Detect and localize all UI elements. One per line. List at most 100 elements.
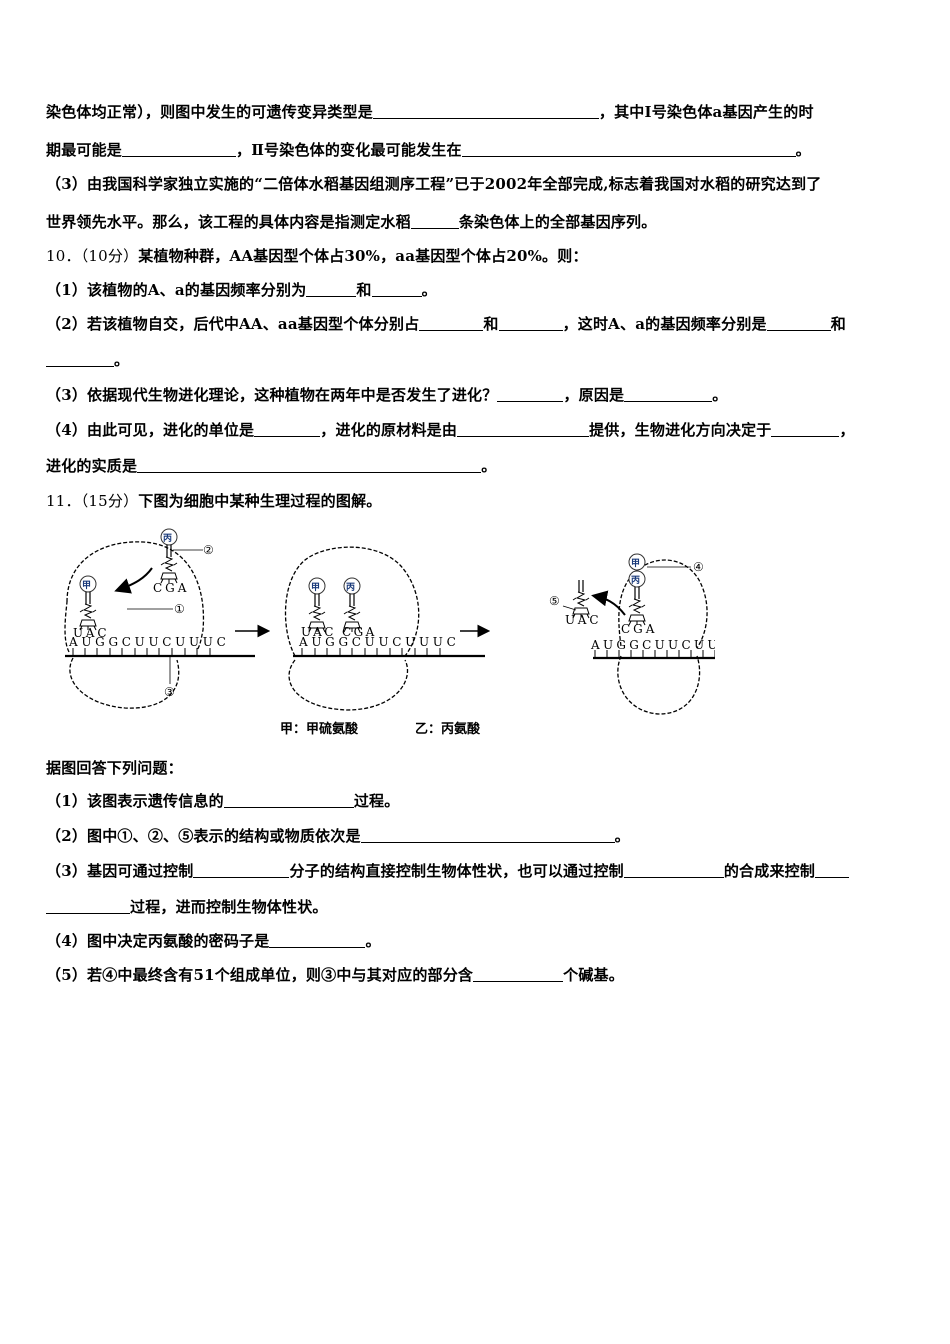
- answer-blank[interactable]: [306, 282, 357, 297]
- question-11-sub5: （5）若④中最终含有51个组成单位，则③中与其对应的部分含 个碱基。: [46, 965, 624, 985]
- answer-blank[interactable]: [371, 282, 422, 297]
- text: 个碱基。: [563, 966, 624, 984]
- label-4: ④: [693, 560, 704, 574]
- question-11-sub3: （3）基因可通过控制分子的结构直接控制生物体性状，也可以通过控制的合成来控制: [46, 861, 850, 881]
- answer-blank[interactable]: [457, 422, 590, 437]
- answer-blank[interactable]: [497, 387, 564, 402]
- text: ，Ⅱ号染色体的变化最可能发生在: [236, 141, 462, 159]
- text: 。: [795, 141, 811, 159]
- answer-blank[interactable]: [137, 458, 482, 473]
- svg-text:CGA: CGA: [621, 622, 657, 636]
- question-11-sub4: （4）图中决定丙氨酸的密码子是 。: [46, 931, 381, 951]
- answer-blank[interactable]: [815, 863, 850, 878]
- text: （4）由此可见，进化的单位是: [46, 421, 255, 439]
- text: （1）该图表示遗传信息的: [46, 792, 224, 810]
- legend-yi: 乙：丙氨酸: [415, 722, 481, 737]
- text: ，进化的原材料是由: [320, 421, 458, 439]
- answer-blank[interactable]: [623, 863, 724, 878]
- text: 染色体均正常），则图中发生的可遗传变异类型是: [46, 103, 373, 121]
- text-line-variation-type: 染色体均正常），则图中发生的可遗传变异类型是 ，其中Ⅰ号染色体a基因产生的时: [46, 102, 814, 122]
- label-5: ⑤: [549, 594, 560, 608]
- text: （2）若该植物自交，后代中AA、aa基因型个体分别占: [46, 315, 420, 333]
- text: ，这时A、a的基因频率分别是: [562, 315, 767, 333]
- text: ，: [839, 421, 855, 439]
- question-10-sub2-end: 。: [46, 350, 129, 370]
- svg-text:丙: 丙: [163, 533, 172, 544]
- text-line-rice-chromosomes: 世界领先水平。那么，该工程的具体内容是指测定水稻 条染色体上的全部基因序列。: [46, 212, 656, 232]
- answer-blank[interactable]: [766, 316, 831, 331]
- question-11-stem: 11．（15分）下图为细胞中某种生理过程的图解。: [46, 491, 381, 511]
- text: 提供，生物进化方向决定于: [589, 421, 772, 439]
- answer-blank[interactable]: [419, 316, 484, 331]
- answer-blank[interactable]: [254, 422, 321, 437]
- question-10-sub3: （3）依据现代生物进化理论，这种植物在两年中是否发生了进化？ ，原因是 。: [46, 385, 727, 405]
- text-line-period: 期最可能是 ，Ⅱ号染色体的变化最可能发生在 。: [46, 140, 811, 160]
- text: ，原因是: [563, 386, 625, 404]
- question-11-sub3-end: 过程，进而控制生物体性状。: [46, 897, 328, 917]
- question-10-stem: 10．（10分）某植物种群，AA基因型个体占30%，aa基因型个体占20%。则：: [46, 246, 588, 266]
- text: （3）由我国科学家独立实施的“二倍体水稻基因组测序工程”已于2002年全部完成,…: [46, 175, 822, 193]
- panel-1-ribosome: AUGGCUUCUUUC 甲 UAC 丙 CGA ② ① ③: [64, 528, 255, 709]
- answer-blank[interactable]: [473, 967, 564, 982]
- answer-blank[interactable]: [360, 828, 615, 843]
- text-line-rice-genome: （3）由我国科学家独立实施的“二倍体水稻基因组测序工程”已于2002年全部完成,…: [46, 174, 821, 194]
- answer-blank[interactable]: [46, 899, 130, 914]
- text: 条染色体上的全部基因序列。: [458, 213, 657, 231]
- legend-jia: 甲：甲硫氨酸: [280, 722, 359, 737]
- question-score: （10分）: [80, 247, 139, 265]
- text: 。: [365, 932, 381, 950]
- svg-text:甲: 甲: [631, 558, 640, 569]
- question-number: 10．: [46, 247, 81, 265]
- svg-text:UAC: UAC: [565, 613, 602, 627]
- mrna-sequence-1: AUGGCUUCUUUC: [68, 635, 229, 649]
- question-10-sub1: （1）该植物的A、a的基因频率分别为和。: [46, 280, 437, 300]
- text: 。: [114, 351, 130, 369]
- mrna-sequence-2: AUGGCUUCUUUC: [298, 635, 459, 649]
- text: （4）图中决定丙氨酸的密码子是: [46, 932, 270, 950]
- text: 。: [614, 827, 630, 845]
- text: 分子的结构直接控制生物体性状，也可以通过控制: [289, 862, 624, 880]
- svg-text:甲: 甲: [82, 580, 91, 591]
- question-stem: 下图为细胞中某种生理过程的图解。: [138, 492, 382, 510]
- svg-text:丙: 丙: [346, 582, 355, 593]
- question-11-intro: 据图回答下列问题：: [46, 758, 183, 778]
- text: （3）依据现代生物进化理论，这种植物在两年中是否发生了进化？: [46, 386, 498, 404]
- label-1: ①: [174, 602, 185, 616]
- question-11-sub2: （2）图中①、②、⑤表示的结构或物质依次是 。: [46, 826, 630, 846]
- text: 据图回答下列问题：: [46, 759, 183, 777]
- answer-blank[interactable]: [624, 387, 713, 402]
- answer-blank[interactable]: [269, 933, 366, 948]
- text: （5）若④中最终含有51个组成单位，则③中与其对应的部分含: [46, 966, 474, 984]
- question-10-sub4: （4）由此可见，进化的单位是 ，进化的原材料是由 提供，生物进化方向决定于 ，: [46, 420, 855, 440]
- panel-3-ribosome: AUGGCUUCUUUC 甲 丙 CGA UAC ④ ⑤: [549, 553, 743, 715]
- answer-blank[interactable]: [771, 422, 840, 437]
- text: 期最可能是: [46, 141, 123, 159]
- label-3: ③: [164, 685, 175, 699]
- translation-diagram: AUGGCUUCUUUC 甲 UAC 丙 CGA ② ① ③: [55, 520, 743, 745]
- answer-blank[interactable]: [372, 104, 599, 119]
- text: （2）图中①、②、⑤表示的结构或物质依次是: [46, 827, 361, 845]
- text: 和: [830, 315, 846, 333]
- answer-blank[interactable]: [223, 793, 354, 808]
- answer-blank[interactable]: [193, 863, 290, 878]
- text: 。: [712, 386, 728, 404]
- answer-blank[interactable]: [410, 214, 459, 229]
- mrna-sequence-3: AUGGCUUCUUUC: [590, 638, 715, 652]
- svg-text:丙: 丙: [631, 575, 640, 586]
- svg-text:UAC CGA: UAC CGA: [301, 625, 377, 639]
- answer-blank[interactable]: [122, 142, 237, 157]
- text: 世界领先水平。那么，该工程的具体内容是指测定水稻: [46, 213, 411, 231]
- answer-blank[interactable]: [46, 352, 114, 367]
- question-number: 11．: [46, 492, 81, 510]
- text: 。: [421, 281, 437, 299]
- text: 的合成来控制: [723, 862, 816, 880]
- question-11-sub1: （1）该图表示遗传信息的过程。: [46, 791, 399, 811]
- text: 。: [481, 457, 497, 475]
- text: 和: [483, 315, 499, 333]
- text: ，其中Ⅰ号染色体a基因产生的时: [598, 103, 814, 121]
- label-2: ②: [203, 543, 214, 557]
- question-10-sub4-end: 进化的实质是。: [46, 456, 496, 476]
- answer-blank[interactable]: [498, 316, 563, 331]
- answer-blank[interactable]: [461, 142, 796, 157]
- translation-diagram-svg: AUGGCUUCUUUC 甲 UAC 丙 CGA ② ① ③: [64, 528, 743, 715]
